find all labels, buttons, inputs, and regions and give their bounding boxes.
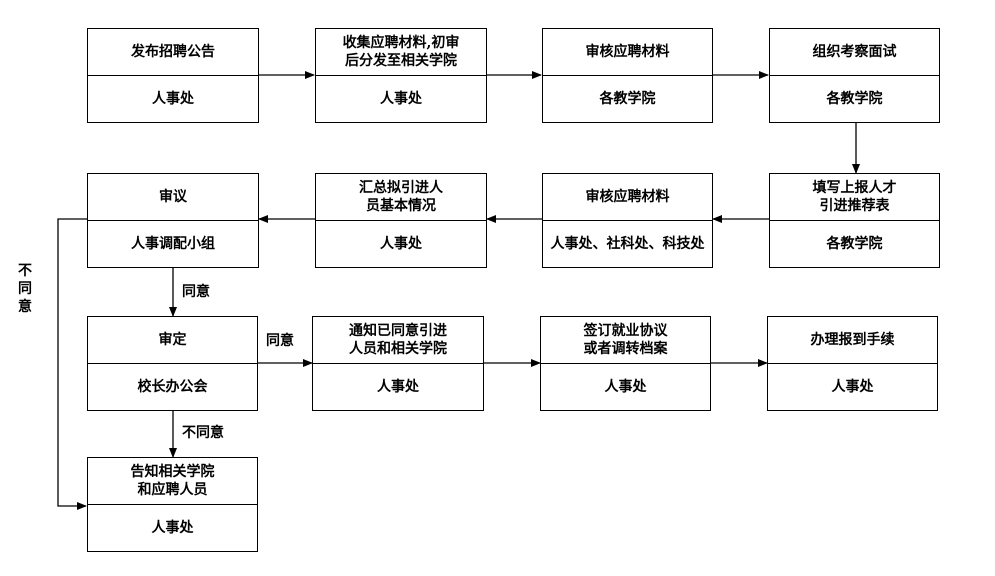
step-department: 人事处 [831,378,874,395]
step-department: 校长办公会 [137,378,208,395]
step-department: 人事调配小组 [131,235,215,252]
step-title: 通知已同意引进 人员和相关学院 [313,317,483,364]
step-title: 审议 [88,174,258,221]
step-title: 告知相关学院 和应聘人员 [88,458,257,505]
step-department: 各教学院 [826,90,883,107]
step-review-materials-college: 审核应聘材料 各教学院 [542,28,713,123]
step-department: 人事处、社科处、科技处 [550,235,705,252]
step-report-duty: 办理报到手续 人事处 [767,316,938,411]
step-department: 各教学院 [599,90,656,107]
step-inform-rejection: 告知相关学院 和应聘人员 人事处 [87,457,258,552]
step-title: 办理报到手续 [768,317,937,364]
step-title: 填写上报人才 引进推荐表 [770,174,939,221]
label-agree-review: 同意 [182,284,210,300]
step-final-approval: 审定 校长办公会 [87,316,258,411]
step-title: 收集应聘材料,初审 后分发至相关学院 [316,29,486,76]
step-department: 人事处 [380,90,422,107]
step-department: 人事处 [377,378,419,395]
step-title: 审核应聘材料 [543,174,712,221]
step-review-deliberation: 审议 人事调配小组 [87,173,259,268]
step-sign-agreement: 签订就业协议 或者调转档案 人事处 [540,316,711,411]
step-interview: 组织考察面试 各教学院 [769,28,940,123]
step-summarize-candidates: 汇总拟引进人 员基本情况 人事处 [315,173,487,268]
step-department: 人事处 [151,519,194,536]
label-disagree-review: 不 同 意 [18,263,32,315]
step-department: 人事处 [152,90,194,107]
step-department: 人事处 [380,235,422,252]
step-title: 审核应聘材料 [543,29,712,76]
label-disagree-approve: 不同意 [182,425,224,441]
step-title: 签订就业协议 或者调转档案 [541,317,710,364]
step-review-materials-offices: 审核应聘材料 人事处、社科处、科技处 [542,173,713,268]
step-title: 发布招聘公告 [88,29,258,76]
step-collect-materials: 收集应聘材料,初审 后分发至相关学院 人事处 [315,28,487,123]
step-title: 审定 [88,317,257,364]
arrow-n8-to-n13 [57,218,87,510]
step-department: 人事处 [604,378,647,395]
step-notify-approved: 通知已同意引进 人员和相关学院 人事处 [312,316,484,411]
step-department: 各教学院 [826,235,883,252]
step-recommendation-form: 填写上报人才 引进推荐表 各教学院 [769,173,940,268]
step-title: 组织考察面试 [770,29,939,76]
label-agree-approve: 同意 [266,333,294,349]
step-publish-notice: 发布招聘公告 人事处 [87,28,259,123]
step-title: 汇总拟引进人 员基本情况 [316,174,486,221]
